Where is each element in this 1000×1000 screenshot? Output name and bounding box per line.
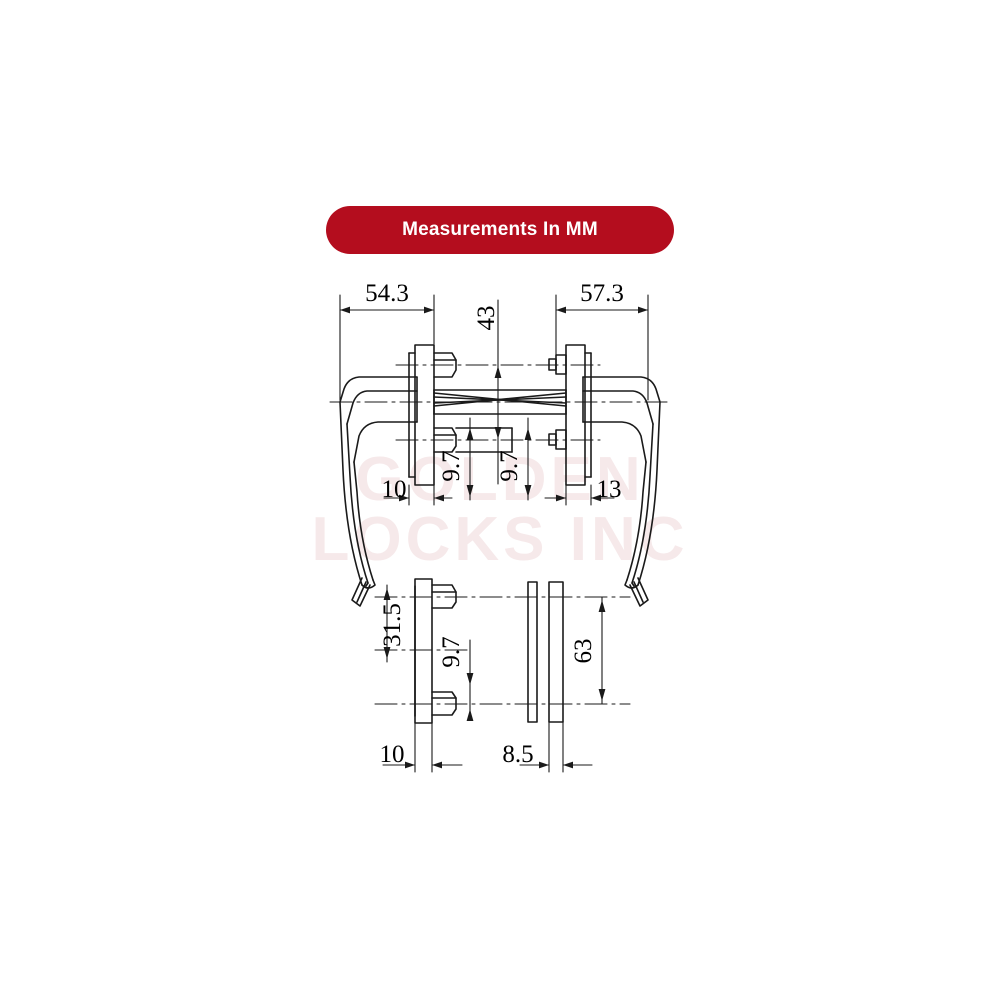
right-lever-handle [582, 376, 661, 589]
dimension-13-label: 13 [597, 476, 622, 503]
arrowhead-9-7-left-top [466, 428, 474, 440]
centerlines-main-view [329, 364, 673, 441]
dimension-10-bottom-label: 10 [380, 741, 405, 768]
arrowhead-10-bottom-right [432, 761, 442, 769]
arrowhead-54-3-left [340, 306, 350, 314]
arrowhead-57-3-right [638, 306, 648, 314]
arrowhead-43-bottom [494, 427, 502, 439]
dimension-63-label: 63 [570, 639, 597, 664]
dimension-9-7-left-label: 9.7 [438, 450, 465, 481]
arrowhead-31-5-top [383, 588, 391, 600]
dimension-54-3-lines [339, 294, 435, 401]
arrowhead-13-left [556, 494, 566, 502]
arrowhead-8-5-right [563, 761, 573, 769]
side-backplate-pair [527, 581, 564, 723]
left-lever-handle [339, 376, 418, 589]
measurements-badge: Measurements In MM [326, 206, 674, 254]
arrowhead-57-3-left [556, 306, 566, 314]
lower-right-handle-tip [629, 577, 649, 607]
arrowhead-43-top [494, 366, 502, 378]
dimension-9-7-lower-label: 9.7 [438, 636, 465, 667]
arrowhead-10-bottom-left [405, 761, 415, 769]
dimension-43-label: 43 [473, 306, 500, 331]
dimension-54-3-label: 54.3 [365, 280, 409, 307]
lower-left-handle-tip [351, 577, 371, 607]
right-rose-plate [548, 344, 592, 486]
arrowhead-9-7-right-top [524, 428, 532, 440]
arrowhead-54-3-right [424, 306, 434, 314]
dimension-8-5-label: 8.5 [502, 741, 533, 768]
dimension-57-3-label: 57.3 [580, 280, 624, 307]
arrowhead-8-5-left [539, 761, 549, 769]
watermark-line-2: LOCKS INC [312, 505, 689, 574]
arrowhead-31-5-bottom [383, 647, 391, 659]
dimension-8-5-lines [519, 721, 593, 773]
arrowhead-9-7-lower-top [466, 673, 474, 685]
arrowhead-63-bottom [598, 689, 606, 701]
centerlines-side-view [374, 596, 631, 705]
arrowhead-13-right [591, 494, 601, 502]
dimension-31-5-label: 31.5 [379, 603, 406, 647]
arrowhead-63-top [598, 600, 606, 612]
arrowhead-10-mid-right [434, 494, 444, 502]
dimension-9-7-right-label: 9.7 [496, 450, 523, 481]
dimension-10-mid-label: 10 [382, 476, 407, 503]
dimension-57-3-lines [555, 294, 649, 401]
arrowhead-9-7-right-bottom [524, 485, 532, 497]
arrowhead-9-7-lower-bottom [466, 709, 474, 721]
arrowhead-10-mid-left [399, 494, 409, 502]
measurements-badge-label: Measurements In MM [402, 219, 598, 240]
arrowhead-9-7-left-bottom [466, 485, 474, 497]
